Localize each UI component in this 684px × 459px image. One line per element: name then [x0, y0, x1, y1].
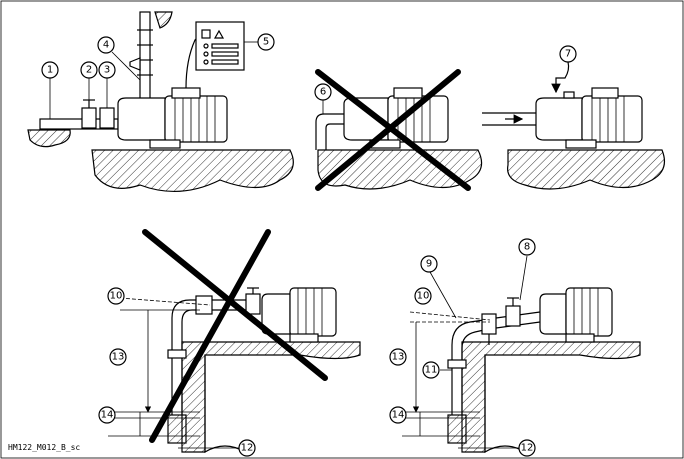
- foot-valve: [167, 414, 187, 444]
- terminal-box: [171, 87, 201, 99]
- pump-motor-5: [565, 287, 613, 337]
- svg-text:13: 13: [392, 352, 405, 363]
- valve-body: [81, 107, 97, 129]
- panel-correct-horizontal: [27, 11, 294, 192]
- callout-10-right: 10: [414, 287, 432, 305]
- pipe-support: [27, 129, 71, 148]
- check-valve: [99, 107, 115, 129]
- svg-text:14: 14: [101, 410, 114, 421]
- panel-correct-suction: [402, 255, 641, 454]
- priming-fill-arrow: [551, 61, 570, 94]
- pump-body: [117, 97, 166, 141]
- callout-7: 7: [559, 45, 577, 63]
- pump-motor-3: [581, 95, 643, 143]
- power-cable: [185, 29, 206, 89]
- callout-4: 4: [97, 36, 115, 54]
- svg-text:10: 10: [417, 291, 430, 302]
- ground-floor: [91, 149, 294, 192]
- callout-12-left: 12: [238, 439, 256, 457]
- wall-fragment: [154, 11, 173, 29]
- svg-text:4: 4: [103, 40, 109, 51]
- svg-text:7: 7: [565, 49, 571, 60]
- suction-pipe-outer: [171, 299, 210, 415]
- callout-5: 5: [257, 33, 275, 51]
- callout-8: 8: [518, 238, 536, 256]
- callout-14-right: 14: [389, 406, 407, 424]
- pump-motor-4: [289, 287, 337, 337]
- callout-13-right: 13: [389, 348, 407, 366]
- pump-body-5: [539, 293, 567, 335]
- callout-1: 1: [41, 61, 59, 79]
- callout-9: 9: [420, 255, 438, 273]
- callout-12-right: 12: [518, 439, 536, 457]
- incorrect-cross-stroke-3: [142, 229, 328, 381]
- svg-text:9: 9: [426, 259, 432, 270]
- pump-body-3: [535, 97, 583, 141]
- pump-foot: [149, 139, 181, 149]
- svg-text:11: 11: [425, 365, 438, 376]
- callout-14-left: 14: [98, 406, 116, 424]
- svg-text:2: 2: [86, 65, 92, 76]
- drawing-code-label: HM122_M012_B_sc: [8, 443, 80, 452]
- callout-3: 3: [98, 61, 116, 79]
- svg-text:3: 3: [104, 65, 110, 76]
- panel-incorrect-horizontal: [315, 69, 483, 191]
- callout-6: 6: [314, 83, 332, 101]
- incorrect-cross-stroke-4: [149, 229, 271, 443]
- panel-incorrect-suction: [108, 229, 361, 454]
- svg-text:5: 5: [263, 37, 269, 48]
- callout-2: 2: [80, 61, 98, 79]
- svg-text:10: 10: [110, 291, 123, 302]
- svg-text:6: 6: [320, 87, 326, 98]
- svg-text:12: 12: [241, 443, 254, 454]
- incorrect-cross-stroke-2: [315, 69, 461, 191]
- panel-priming: [482, 61, 665, 190]
- ground-pit-left: [181, 341, 361, 453]
- foot-valve-2: [447, 414, 467, 444]
- priming-plug: [563, 91, 575, 99]
- svg-text:8: 8: [524, 242, 530, 253]
- callout-10-left: 10: [107, 287, 125, 305]
- inlet-bend-pipe: [315, 113, 346, 150]
- incorrect-cross-stroke-1: [315, 69, 471, 191]
- svg-text:1: 1: [47, 65, 53, 76]
- callout-13-left: 13: [109, 348, 127, 366]
- pump-motor: [164, 95, 228, 143]
- svg-text:12: 12: [521, 443, 534, 454]
- callout-11: 11: [422, 361, 440, 379]
- ground-pit-right: [461, 341, 641, 453]
- control-box: [195, 21, 245, 71]
- discharge-pipe: [139, 11, 151, 111]
- svg-text:14: 14: [392, 410, 405, 421]
- suction-pipe-outer-2: [451, 319, 485, 415]
- svg-text:13: 13: [112, 352, 125, 363]
- ground-floor-3: [507, 149, 665, 190]
- ground-floor-2: [317, 149, 483, 190]
